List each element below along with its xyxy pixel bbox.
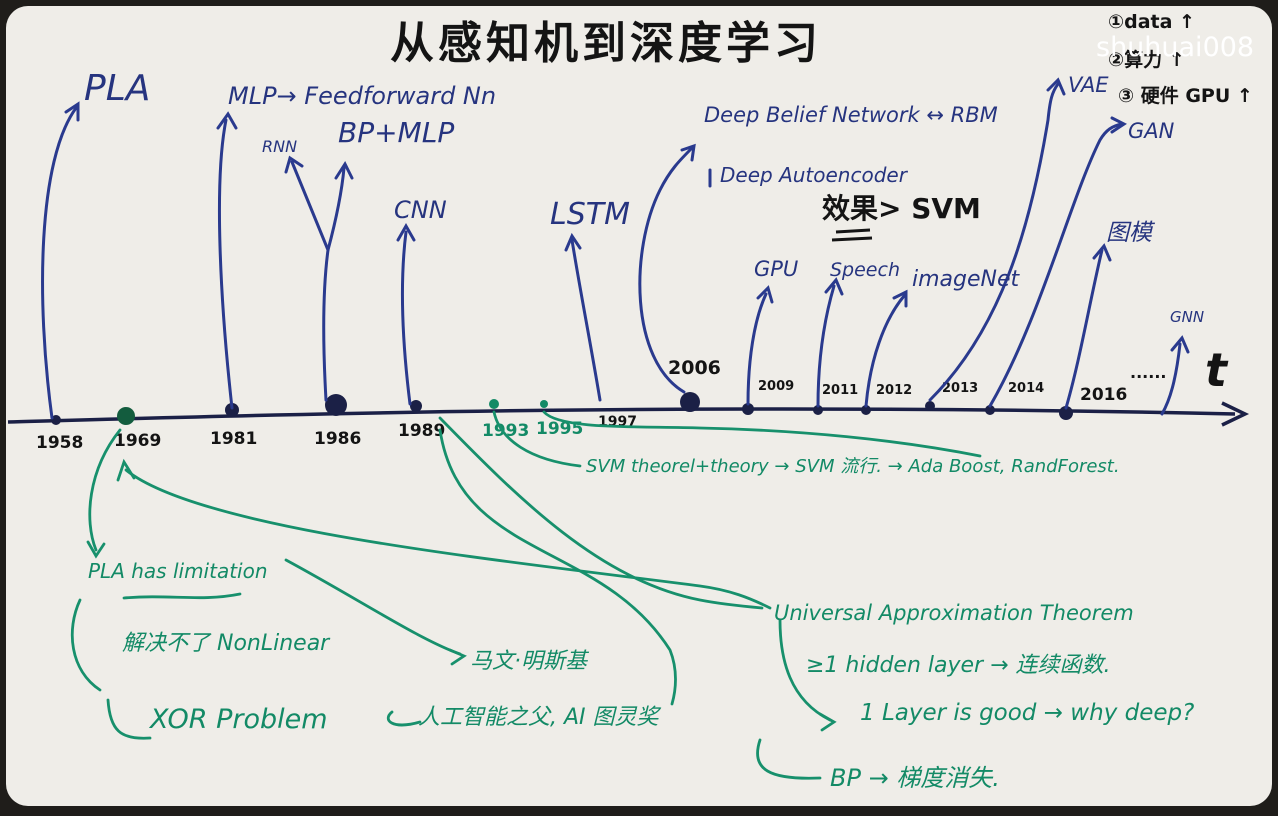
note-ai-turing: 人工智能之父, AI 图灵奖 [418, 705, 662, 730]
blue-arrows [41, 77, 1190, 420]
green-arrows [70, 410, 982, 780]
year-2009: 2009 [758, 379, 794, 394]
note-hidden-layer: ≥1 hidden layer → 连续函数. [806, 653, 1111, 678]
board-title: 从感知机到深度学习 [390, 18, 822, 69]
year-1969: 1969 [114, 431, 161, 451]
note-one-layer: 1 Layer is good → why deep? [860, 700, 1194, 726]
note-pla: PLA [84, 68, 150, 109]
note-vae: VAE [1068, 73, 1109, 97]
note-speech: Speech [830, 259, 900, 281]
note-xor-problem: XOR Problem [148, 704, 328, 735]
timeline [7, 401, 1250, 427]
note-gpu: GPU [754, 257, 798, 281]
note-mlp: MLP→ Feedforward Nn [228, 82, 496, 110]
year-1989: 1989 [398, 421, 445, 441]
year-1993: 1993 [482, 421, 529, 441]
timeline-dots [51, 392, 1073, 425]
board-surface [6, 6, 1272, 806]
note-nonlinear: 解决不了 NonLinear [122, 631, 331, 656]
note-lstm: LSTM [550, 197, 630, 232]
note-universal-approximation: Universal Approximation Theorem [774, 601, 1134, 625]
time-axis-label: t [1205, 343, 1229, 397]
year-2012: 2012 [876, 383, 912, 398]
note-gnn: GNN [1170, 308, 1204, 326]
year-2016: 2016 [1080, 385, 1127, 405]
note-bp-vanishing: BP → 梯度消失. [830, 764, 1000, 792]
note-pla-limitation: PLA has limitation [88, 559, 268, 583]
note-svm-history: SVM theorel+theory → SVM 流行. → Ada Boost… [586, 456, 1120, 477]
year-1986: 1986 [314, 429, 361, 449]
corner-note-data: ①data ↑ [1108, 11, 1195, 33]
year-2006: 2006 [668, 357, 721, 379]
note-gan: GAN [1128, 119, 1175, 143]
note-imagenet: imageNet [912, 267, 1021, 292]
note-tumo: 图模 [1106, 220, 1156, 246]
corner-note-compute: ②算力 ↑ [1108, 48, 1185, 71]
note-minsky: 马文·明斯基 [470, 649, 590, 674]
note-rnn: RNN [262, 137, 297, 156]
year-1995: 1995 [536, 419, 583, 439]
note-deep-autoencoder: Deep Autoencoder [720, 163, 909, 187]
note-bp-mlp: BP+MLP [338, 116, 454, 149]
corner-note-hardware: ③ 硬件 GPU ↑ [1118, 84, 1253, 107]
year-1958: 1958 [36, 433, 83, 453]
year-1981: 1981 [210, 429, 257, 449]
year-2011: 2011 [822, 383, 858, 398]
year-2013: 2013 [942, 381, 978, 396]
timeline-ellipsis: ...... [1130, 363, 1166, 382]
year-2014: 2014 [1008, 381, 1044, 396]
watermark: shuhuai008 [1096, 32, 1254, 63]
note-cnn: CNN [394, 196, 447, 224]
note-better-than-svm: 效果> SVM [822, 192, 981, 225]
note-deep-belief-network: Deep Belief Network ↔ RBM [704, 103, 998, 127]
